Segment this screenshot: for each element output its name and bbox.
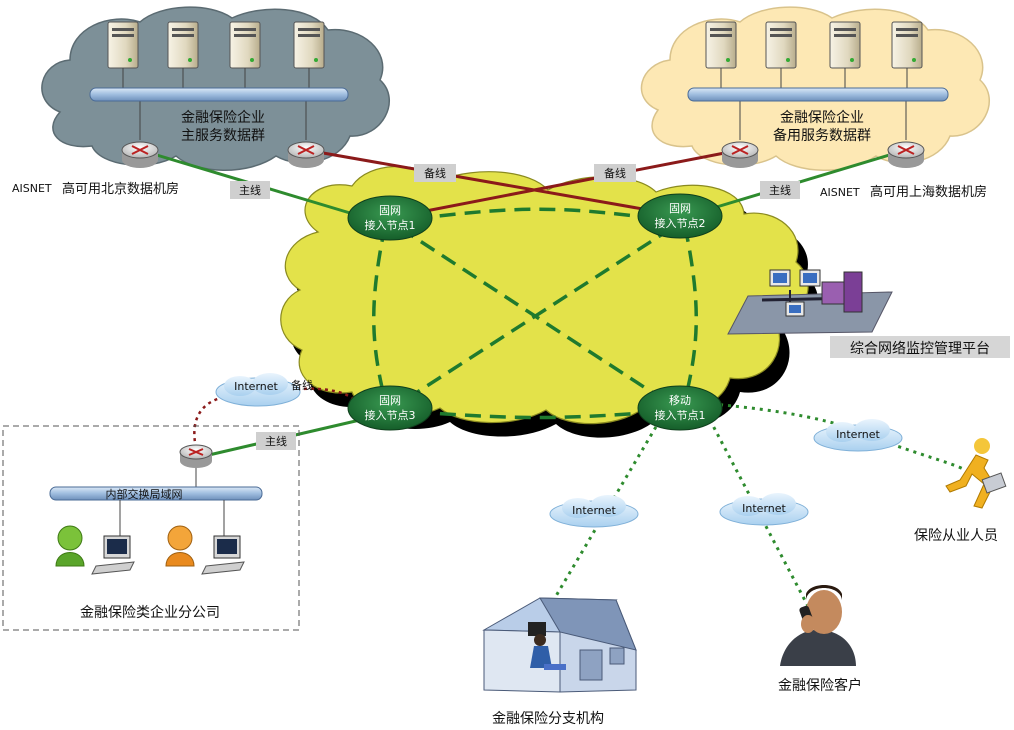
house-office-icon (482, 597, 637, 693)
server-icon (167, 21, 199, 69)
server-icon (705, 21, 737, 69)
running-agent-icon (945, 438, 1007, 509)
user-icon (55, 525, 85, 567)
node3-line2: 接入节点3 (365, 409, 416, 422)
user-icon (165, 525, 195, 567)
link-tag: 主线 (760, 181, 800, 199)
link-tag: 备线 (414, 164, 456, 182)
backup-dc-title-2: 备用服务数据群 (773, 127, 871, 144)
agent-internet-label: Internet (836, 428, 880, 441)
access-node-3[interactable]: 固网 接入节点3 (347, 385, 433, 431)
backup-dc-title-1: 金融保险企业 (780, 109, 864, 126)
primary-main-tag: 主线 (239, 183, 261, 197)
subbranch-internet-label: Internet (572, 504, 616, 517)
router-icon (887, 141, 925, 168)
node1-line2: 接入节点1 (365, 219, 416, 232)
subbranch-label: 金融保险分支机构 (492, 711, 604, 727)
branch-lan-label: 内部交换局域网 (106, 487, 183, 501)
node4-line2: 接入节点1 (655, 409, 706, 422)
node2-line1: 固网 (669, 202, 691, 215)
primary-location: 高可用北京数据机房 (62, 181, 179, 197)
branch-boundary (2, 425, 300, 631)
server-icon (765, 21, 797, 69)
link-tag: 主线 (230, 181, 270, 199)
monitoring-platform-icon (727, 269, 893, 335)
monitor-label: 综合网络监控管理平台 (850, 341, 990, 357)
backup-cross-links (305, 148, 741, 218)
branch-internet-label: Internet (234, 380, 278, 393)
branch-title: 金融保险类企业分公司 (80, 604, 220, 621)
server-icon (891, 21, 923, 69)
mobile-access-node-1[interactable]: 移动 接入节点1 (637, 385, 723, 431)
node3-line1: 固网 (379, 394, 401, 407)
router-icon (179, 444, 213, 468)
primary-bus (89, 87, 349, 102)
customer-label: 金融保险客户 (778, 677, 862, 694)
internet-cloud-icon (719, 493, 809, 526)
router-icon (287, 141, 325, 168)
link-tag: 备线 (594, 164, 636, 182)
backup-servers (705, 21, 923, 69)
access-node-2[interactable]: 固网 接入节点2 (637, 193, 723, 239)
branch-backup-label: 备线 (291, 378, 313, 392)
node1-line1: 固网 (379, 204, 401, 217)
server-icon (293, 21, 325, 69)
backup-main-tag: 主线 (769, 183, 791, 197)
router-icon (721, 141, 759, 168)
node2-line2: 接入节点2 (655, 217, 706, 230)
access-node-1[interactable]: 固网 接入节点1 (347, 195, 433, 241)
monitor-label-bg (830, 336, 1010, 358)
primary-dc-title-2: 主服务数据群 (181, 128, 265, 144)
core-mesh-links (372, 207, 698, 420)
node4-line1: 移动 (669, 394, 691, 407)
cross-backup-right: 备线 (604, 166, 626, 180)
internet-cloud-icon (549, 495, 639, 528)
backup-location: 高可用上海数据机房 (870, 184, 987, 200)
branch-main-tag: 主线 (265, 434, 287, 448)
primary-servers (107, 21, 325, 69)
backup-bus (687, 87, 949, 102)
primary-aisnet: AISNET (12, 182, 52, 195)
cross-backup-left: 备线 (424, 166, 446, 180)
internet-cloud-icon (813, 419, 903, 452)
server-icon (229, 21, 261, 69)
backup-aisnet: AISNET (820, 186, 860, 199)
computer-icon (201, 535, 245, 575)
primary-dc-title-1: 金融保险企业 (181, 109, 265, 126)
server-icon (829, 21, 861, 69)
internet-cloud-icon (215, 373, 301, 407)
computer-icon (91, 535, 135, 575)
agent-label: 保险从业人员 (914, 528, 998, 544)
customer-phone-icon (780, 585, 856, 666)
customer-internet-label: Internet (742, 502, 786, 515)
link-tag: 主线 (256, 432, 296, 450)
server-drops (122, 68, 908, 140)
server-icon (107, 21, 139, 69)
branch-lan-bus (49, 486, 263, 501)
router-icon (121, 141, 159, 168)
